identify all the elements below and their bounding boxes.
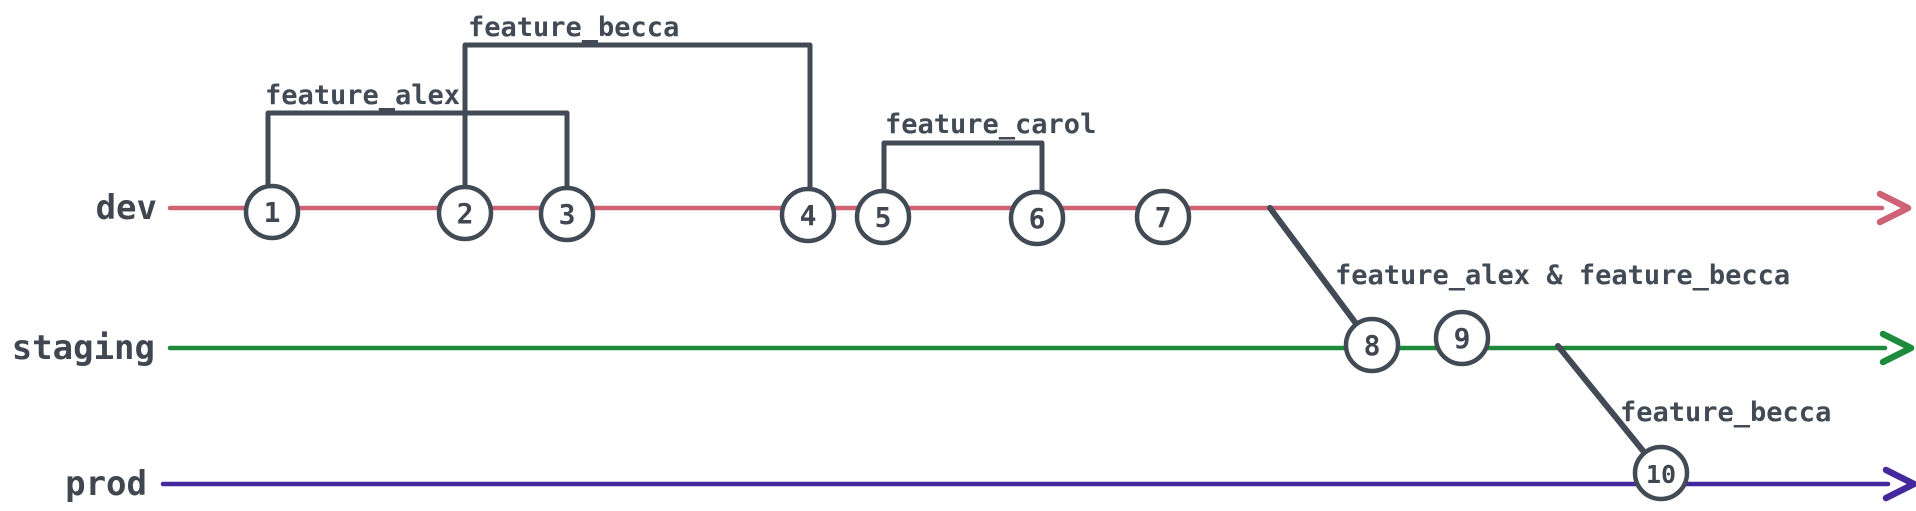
feature-branch-label: feature_alex bbox=[265, 80, 460, 111]
arrow-right-icon-dev bbox=[1876, 190, 1912, 226]
arrow-right-icon-prod bbox=[1882, 466, 1916, 502]
branch-label-staging: staging bbox=[12, 328, 155, 368]
commit-number: 2 bbox=[457, 197, 474, 230]
commit-number: 4 bbox=[800, 199, 817, 232]
commit-number: 5 bbox=[875, 201, 892, 234]
branch-label-dev: dev bbox=[96, 188, 157, 228]
commit-number: 8 bbox=[1364, 329, 1381, 362]
commit-node-7 bbox=[1134, 188, 1192, 246]
commit-number: 7 bbox=[1155, 201, 1172, 234]
feature-bracket-feature_carol bbox=[881, 140, 1045, 221]
feature-branch-label: feature_carol bbox=[885, 109, 1096, 140]
commit-node-6 bbox=[1008, 189, 1066, 247]
feature-branch-label: feature_becca bbox=[468, 12, 679, 43]
feature-bracket-feature_alex bbox=[265, 110, 570, 217]
commit-node-10 bbox=[1632, 444, 1690, 502]
commit-node-9 bbox=[1433, 309, 1491, 367]
commit-node-2 bbox=[436, 184, 494, 242]
branch-label-prod: prod bbox=[65, 464, 147, 504]
commit-number: 9 bbox=[1454, 322, 1471, 355]
commit-number: 3 bbox=[559, 198, 576, 231]
merge-label: feature_becca bbox=[1620, 397, 1831, 428]
feature-bracket-feature_becca bbox=[462, 42, 813, 218]
merge-label: feature_alex & feature_becca bbox=[1335, 260, 1790, 291]
merge-line-0 bbox=[1267, 205, 1375, 348]
commit-node-3 bbox=[538, 185, 596, 243]
arrow-right-icon-staging bbox=[1879, 330, 1915, 366]
commit-node-5 bbox=[854, 188, 912, 246]
commit-node-4 bbox=[779, 186, 837, 244]
commit-number: 1 bbox=[264, 196, 281, 229]
commit-number: 10 bbox=[1646, 460, 1676, 489]
commit-node-1 bbox=[243, 183, 301, 241]
commit-number: 6 bbox=[1029, 202, 1046, 235]
commit-node-8 bbox=[1343, 316, 1401, 374]
